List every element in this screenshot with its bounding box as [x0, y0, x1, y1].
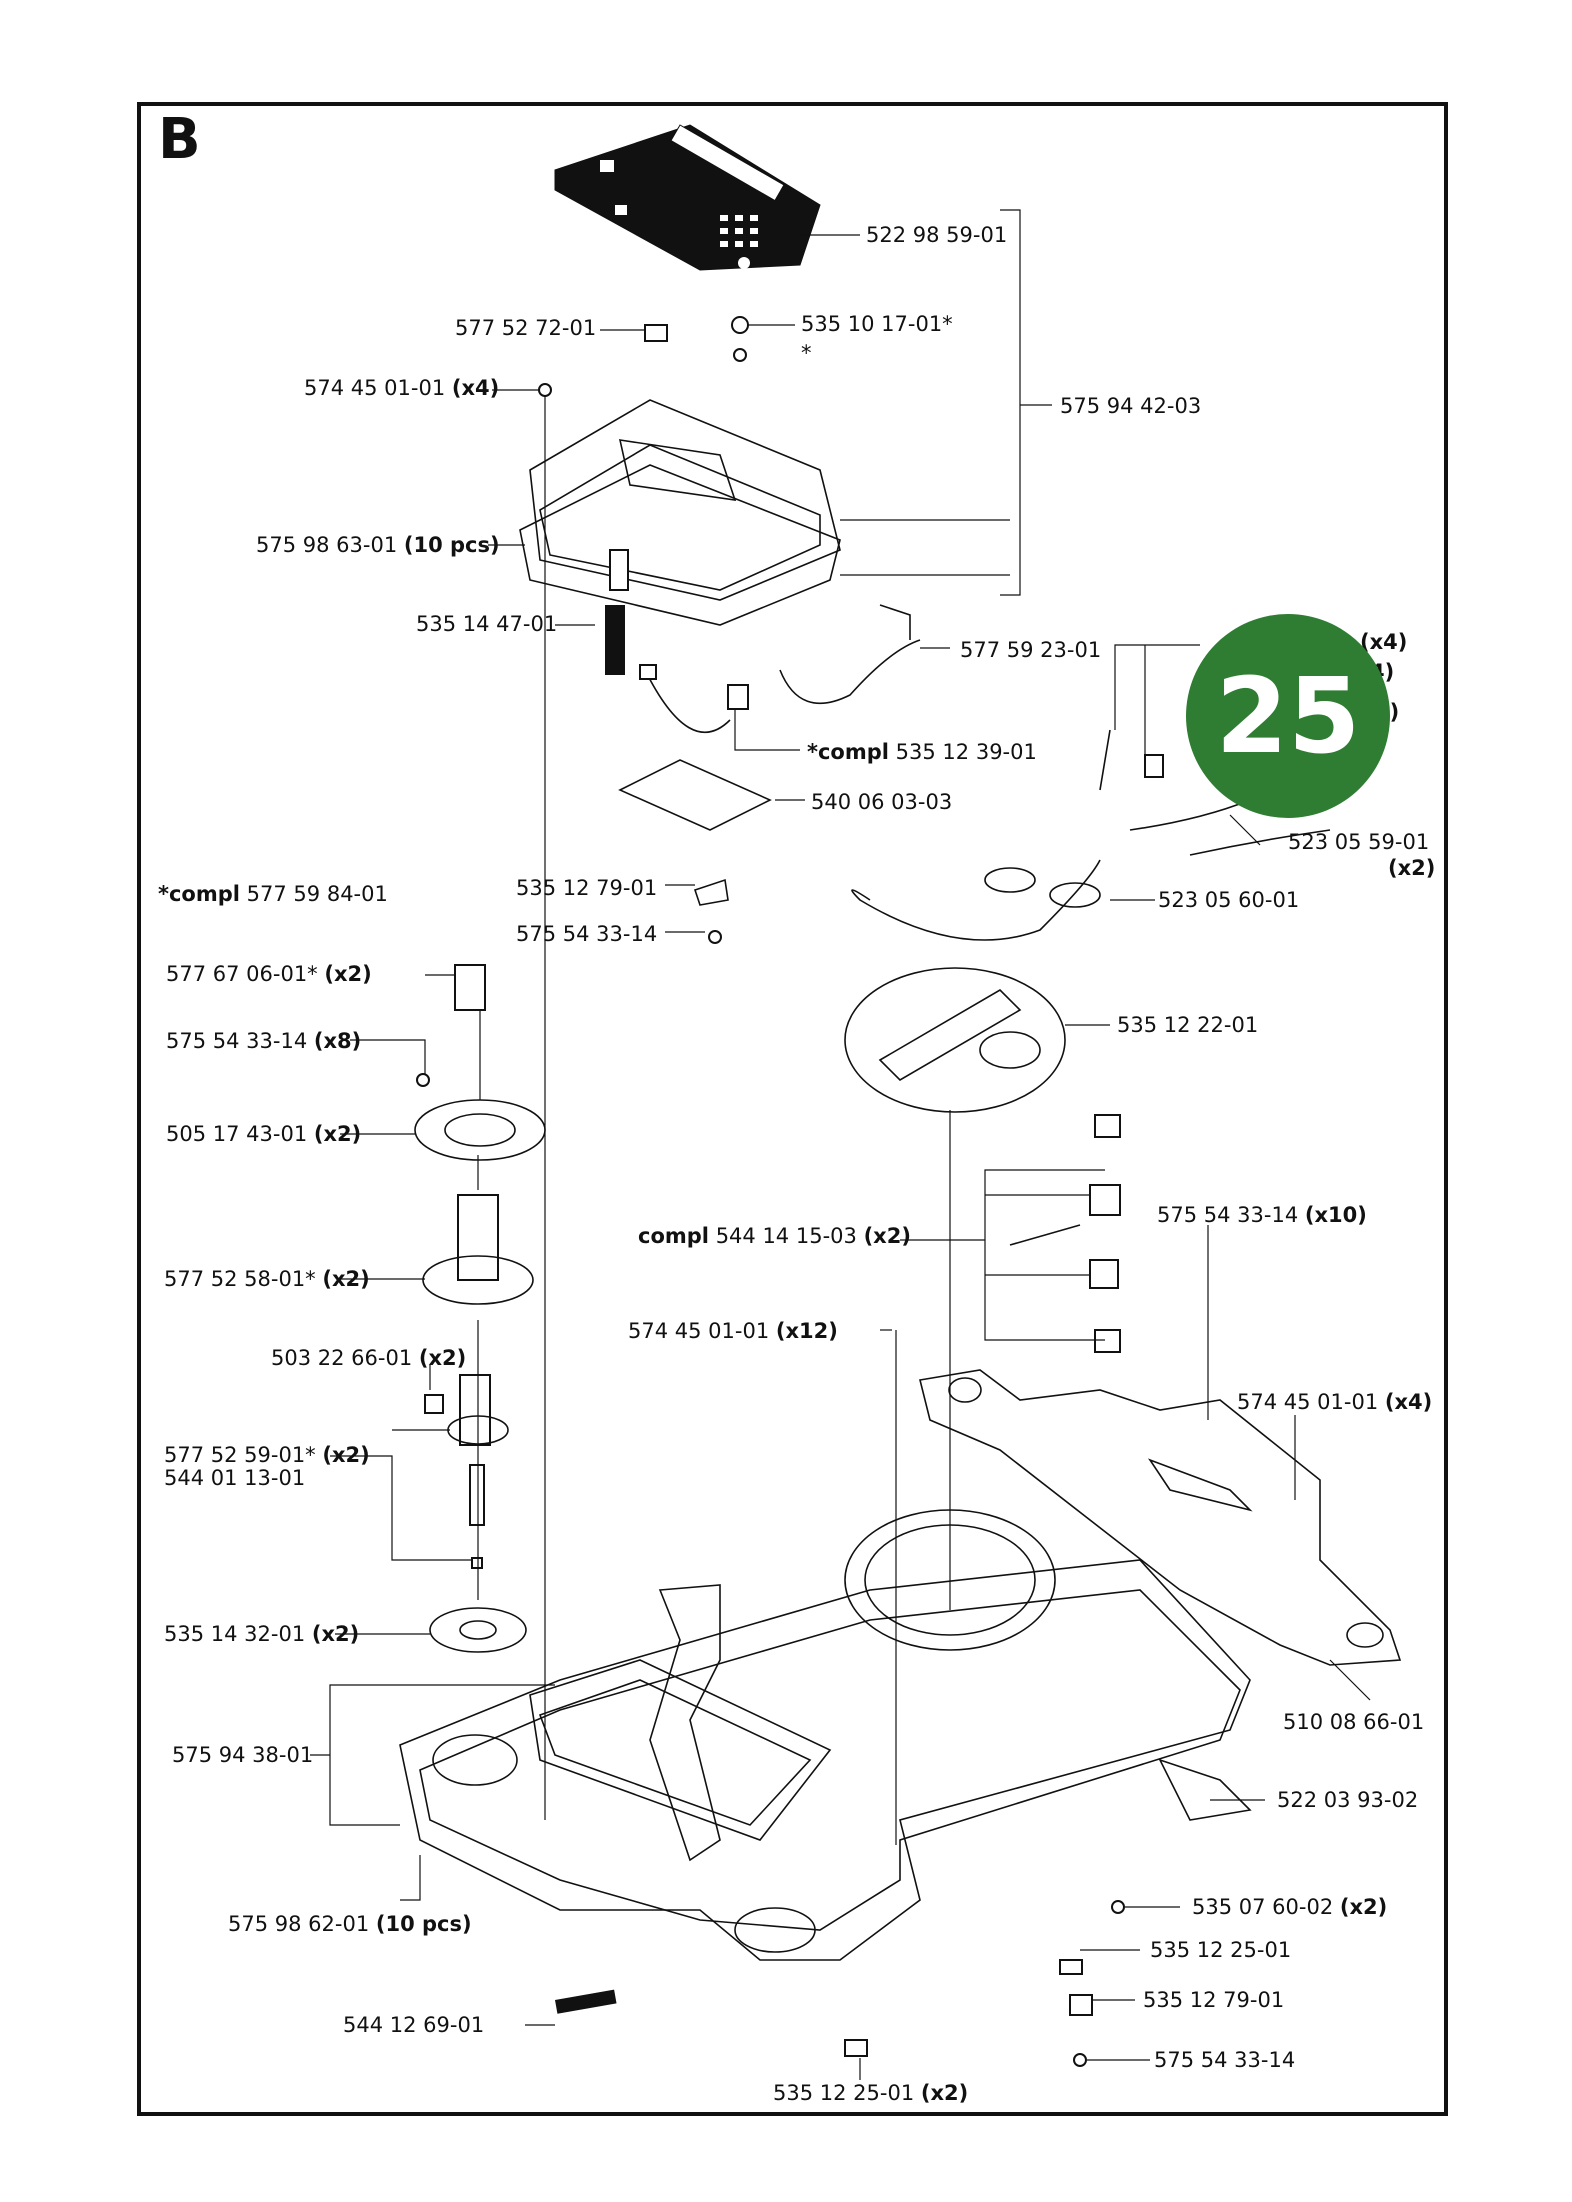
spring-stack [1009, 1114, 1121, 1353]
connector-part [639, 664, 657, 680]
sensor-cable-2 [1189, 829, 1331, 856]
upper-housing [519, 399, 841, 626]
part-label: 577 67 06-01* (x2) [166, 962, 372, 986]
part-label: 574 45 01-01 (x4) [304, 376, 500, 400]
screw-part [708, 930, 722, 944]
part-label: 535 10 17-01* [801, 312, 953, 336]
part-label-fragment: (x4) [1360, 630, 1408, 654]
part-label: 575 94 38-01 [172, 1743, 314, 1767]
part-label: 577 52 72-01 [455, 316, 597, 340]
part-label: 535 14 47-01 [416, 612, 558, 636]
part-label: 535 12 79-01 [516, 876, 658, 900]
part-label: * [801, 341, 812, 365]
clip-part [693, 878, 729, 906]
part-label: 574 45 01-01 (x12) [628, 1319, 838, 1343]
part-label: 575 98 62-01 (10 pcs) [228, 1912, 472, 1936]
part-label: (x2) [1388, 856, 1436, 880]
left-stack [414, 964, 546, 1653]
switch-part [727, 684, 749, 710]
part-label: 577 52 59-01* (x2) [164, 1443, 370, 1467]
harness-cable [644, 669, 731, 734]
cable-bracket [879, 604, 911, 640]
part-label: 577 59 23-01 [960, 638, 1102, 662]
diagram-frame [137, 102, 1448, 2116]
part-label: 575 54 33-14 (x10) [1157, 1203, 1367, 1227]
part-label: 544 12 69-01 [343, 2013, 485, 2037]
part-label: 510 08 66-01 [1283, 1710, 1425, 1734]
part-label: *compl 577 59 84-01 [158, 882, 388, 906]
section-letter: B [158, 107, 201, 172]
main-chassis [399, 1509, 1252, 2014]
part-label: 535 12 25-01 (x2) [773, 2081, 969, 2105]
mounting-plate [919, 1369, 1402, 1666]
part-label: *compl 535 12 39-01 [807, 740, 1037, 764]
button-part [731, 316, 749, 334]
clip-part [1069, 1994, 1093, 2016]
part-label: 575 98 63-01 (10 pcs) [256, 533, 500, 557]
sensor-cable-3 [851, 859, 1101, 941]
part-label: 574 45 01-01 (x4) [1237, 1390, 1433, 1414]
cover-disc [844, 967, 1066, 1113]
part-label: 523 05 60-01 [1158, 888, 1300, 912]
part-label: 535 07 60-02 (x2) [1192, 1895, 1388, 1919]
bracket-part [644, 324, 668, 342]
holder-part [1144, 754, 1164, 778]
part-label: 535 14 32-01 (x2) [164, 1622, 360, 1646]
part-label: 575 54 33-14 [516, 922, 658, 946]
screw-part [1111, 1900, 1125, 1914]
part-label: compl 544 14 15-03 (x2) [638, 1224, 911, 1248]
part-label: 522 98 59-01 [866, 223, 1008, 247]
seal-strip [605, 549, 629, 675]
tie-part [1099, 729, 1111, 791]
leader-lines [310, 209, 1371, 2080]
part-label: 540 06 03-03 [811, 790, 953, 814]
part-label: 535 12 79-01 [1143, 1988, 1285, 2012]
part-label: 577 52 58-01* (x2) [164, 1267, 370, 1291]
part-label: 575 54 33-14 [1154, 2048, 1296, 2072]
part-label: 523 05 59-01 [1288, 830, 1430, 854]
part-label: 505 17 43-01 (x2) [166, 1122, 362, 1146]
screw-part [538, 383, 552, 397]
cable-577-59-23 [779, 639, 921, 705]
washer-part [733, 348, 747, 362]
part-label: 535 12 25-01 [1150, 1938, 1292, 1962]
circuit-board [618, 759, 772, 831]
part-label: 575 94 42-03 [1060, 394, 1202, 418]
control-panel-overlay [554, 124, 821, 271]
part-label: 535 12 22-01 [1117, 1013, 1259, 1037]
screw-part [1073, 2053, 1087, 2067]
part-label: 544 01 13-01 [164, 1466, 306, 1490]
clip-part [844, 2039, 868, 2057]
part-label: 503 22 66-01 (x2) [271, 1346, 467, 1370]
part-label: 575 54 33-14 (x8) [166, 1029, 362, 1053]
part-label: 522 03 93-02 [1277, 1788, 1419, 1812]
page-number-badge: 25 [1186, 614, 1390, 818]
clip-part [1059, 1959, 1083, 1975]
